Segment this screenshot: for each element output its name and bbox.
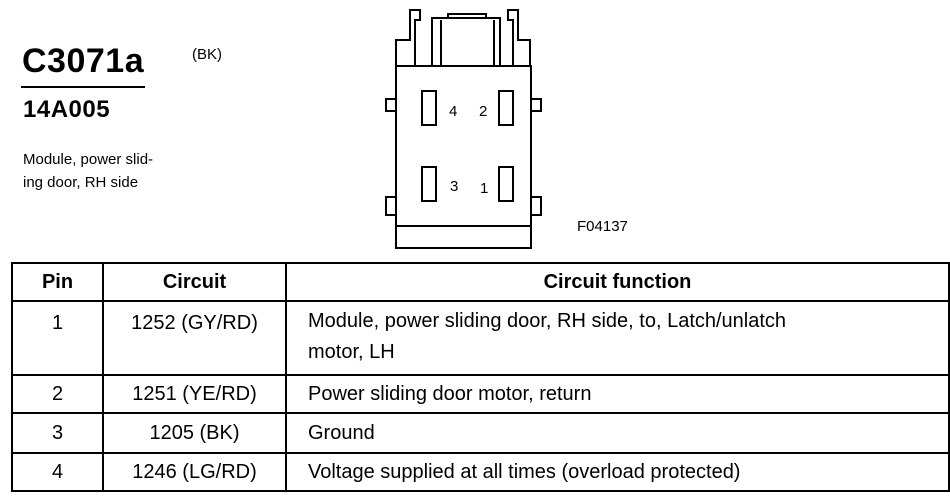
right-latch: [507, 9, 531, 66]
table-row: 1 1252 (GY/RD) Module, power sliding doo…: [11, 300, 950, 376]
connector-face-diagram: 4 2 3 1: [385, 9, 542, 249]
left-latch: [395, 9, 421, 66]
pin-label-1: 1: [480, 180, 488, 197]
pin-label-2: 2: [479, 103, 487, 120]
circuit-cell: 1251 (YE/RD): [102, 374, 287, 414]
connector-color-code: (BK): [192, 46, 222, 63]
function-cell: Voltage supplied at all times (overload …: [285, 452, 950, 492]
connector-id: C3071a: [22, 42, 145, 80]
pin-cavity-2: [498, 90, 514, 126]
pin-label-4: 4: [449, 103, 457, 120]
function-cell: Power sliding door motor, return: [285, 374, 950, 414]
function-line-2: motor, LH: [308, 341, 395, 363]
header-pin: Pin: [11, 262, 104, 302]
pin-cell: 1: [11, 300, 104, 376]
circuit-cell: 1252 (GY/RD): [102, 300, 287, 376]
pin-cavity-4: [421, 90, 437, 126]
pinout-table: Pin Circuit Circuit function 1 1252 (GY/…: [11, 262, 950, 492]
pin-label-3: 3: [450, 178, 458, 195]
table-row: 4 1246 (LG/RD) Voltage supplied at all t…: [11, 452, 950, 492]
description-line-1: Module, power slid-: [23, 151, 154, 168]
top-housing: [431, 17, 501, 66]
connector-base: [395, 225, 532, 249]
pin-cell: 2: [11, 374, 104, 414]
function-line-1: Module, power sliding door, RH side, to,…: [308, 310, 787, 332]
figure-id: F04137: [577, 218, 628, 235]
header-circuit-function: Circuit function: [285, 262, 950, 302]
connector-description: Module, power slid- ing door, RH side: [23, 148, 153, 194]
header-circuit: Circuit: [102, 262, 287, 302]
table-row: 3 1205 (BK) Ground: [11, 412, 950, 454]
pin-cavity-3: [421, 166, 437, 202]
pin-cavity-1: [498, 166, 514, 202]
table-header-row: Pin Circuit Circuit function: [11, 262, 950, 302]
pin-cell: 4: [11, 452, 104, 492]
part-number: 14A005: [23, 96, 111, 123]
circuit-cell: 1205 (BK): [102, 412, 287, 454]
description-line-2: ing door, RH side: [23, 174, 139, 191]
pin-cell: 3: [11, 412, 104, 454]
function-cell: Ground: [285, 412, 950, 454]
circuit-cell: 1246 (LG/RD): [102, 452, 287, 492]
function-cell: Module, power sliding door, RH side, to,…: [285, 300, 950, 376]
table-row: 2 1251 (YE/RD) Power sliding door motor,…: [11, 374, 950, 414]
connector-id-underline: [21, 86, 145, 88]
